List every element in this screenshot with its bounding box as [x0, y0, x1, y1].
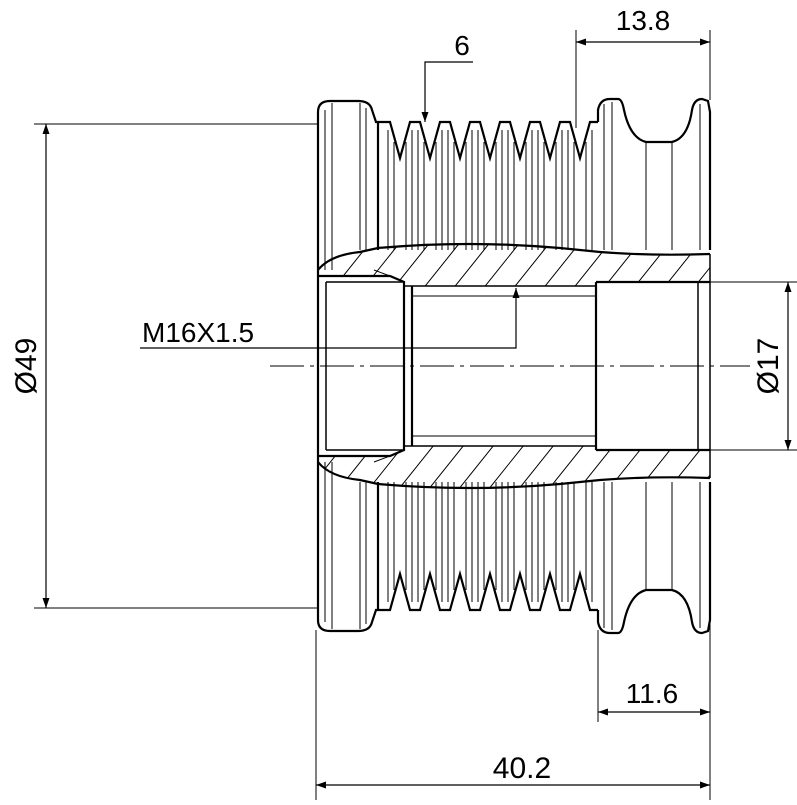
- dim-outer-diameter: Ø49: [10, 123, 318, 609]
- bore-diameter-label: Ø17: [752, 338, 785, 395]
- dim-right-offset: 13.8: [575, 5, 711, 128]
- pulley-body-bottom: [316, 462, 712, 635]
- dim-right-section-width: 11.6: [597, 620, 711, 800]
- dim-overall-length: 40.2: [315, 630, 710, 800]
- dim-groove-pitch: 6: [421, 30, 473, 122]
- pulley-body-top: [316, 97, 712, 270]
- outer-diameter-label: Ø49: [10, 338, 43, 395]
- right-section-width-label: 11.6: [626, 678, 678, 709]
- groove-pitch-label: 6: [454, 30, 470, 61]
- thread-label: M16X1.5: [142, 317, 254, 348]
- dim-bore-diameter: Ø17: [710, 281, 797, 451]
- overall-length-label: 40.2: [493, 752, 551, 785]
- cross-section: [316, 242, 711, 490]
- right-offset-label: 13.8: [616, 5, 671, 36]
- dim-thread: M16X1.5: [140, 288, 520, 349]
